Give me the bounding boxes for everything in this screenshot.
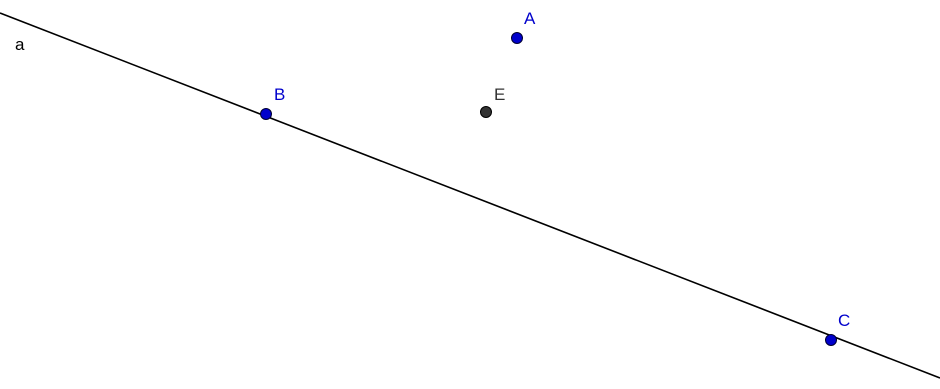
line-a[interactable]	[0, 12, 940, 379]
point-e[interactable]	[480, 106, 492, 118]
line-a-label: a	[15, 35, 25, 54]
point-c[interactable]	[825, 334, 837, 346]
point-b-label: B	[274, 85, 285, 104]
point-b[interactable]	[260, 108, 272, 120]
point-e-label: E	[494, 85, 505, 104]
point-a[interactable]	[511, 32, 523, 44]
point-c-label: C	[838, 311, 850, 330]
point-a-label: A	[524, 9, 536, 28]
